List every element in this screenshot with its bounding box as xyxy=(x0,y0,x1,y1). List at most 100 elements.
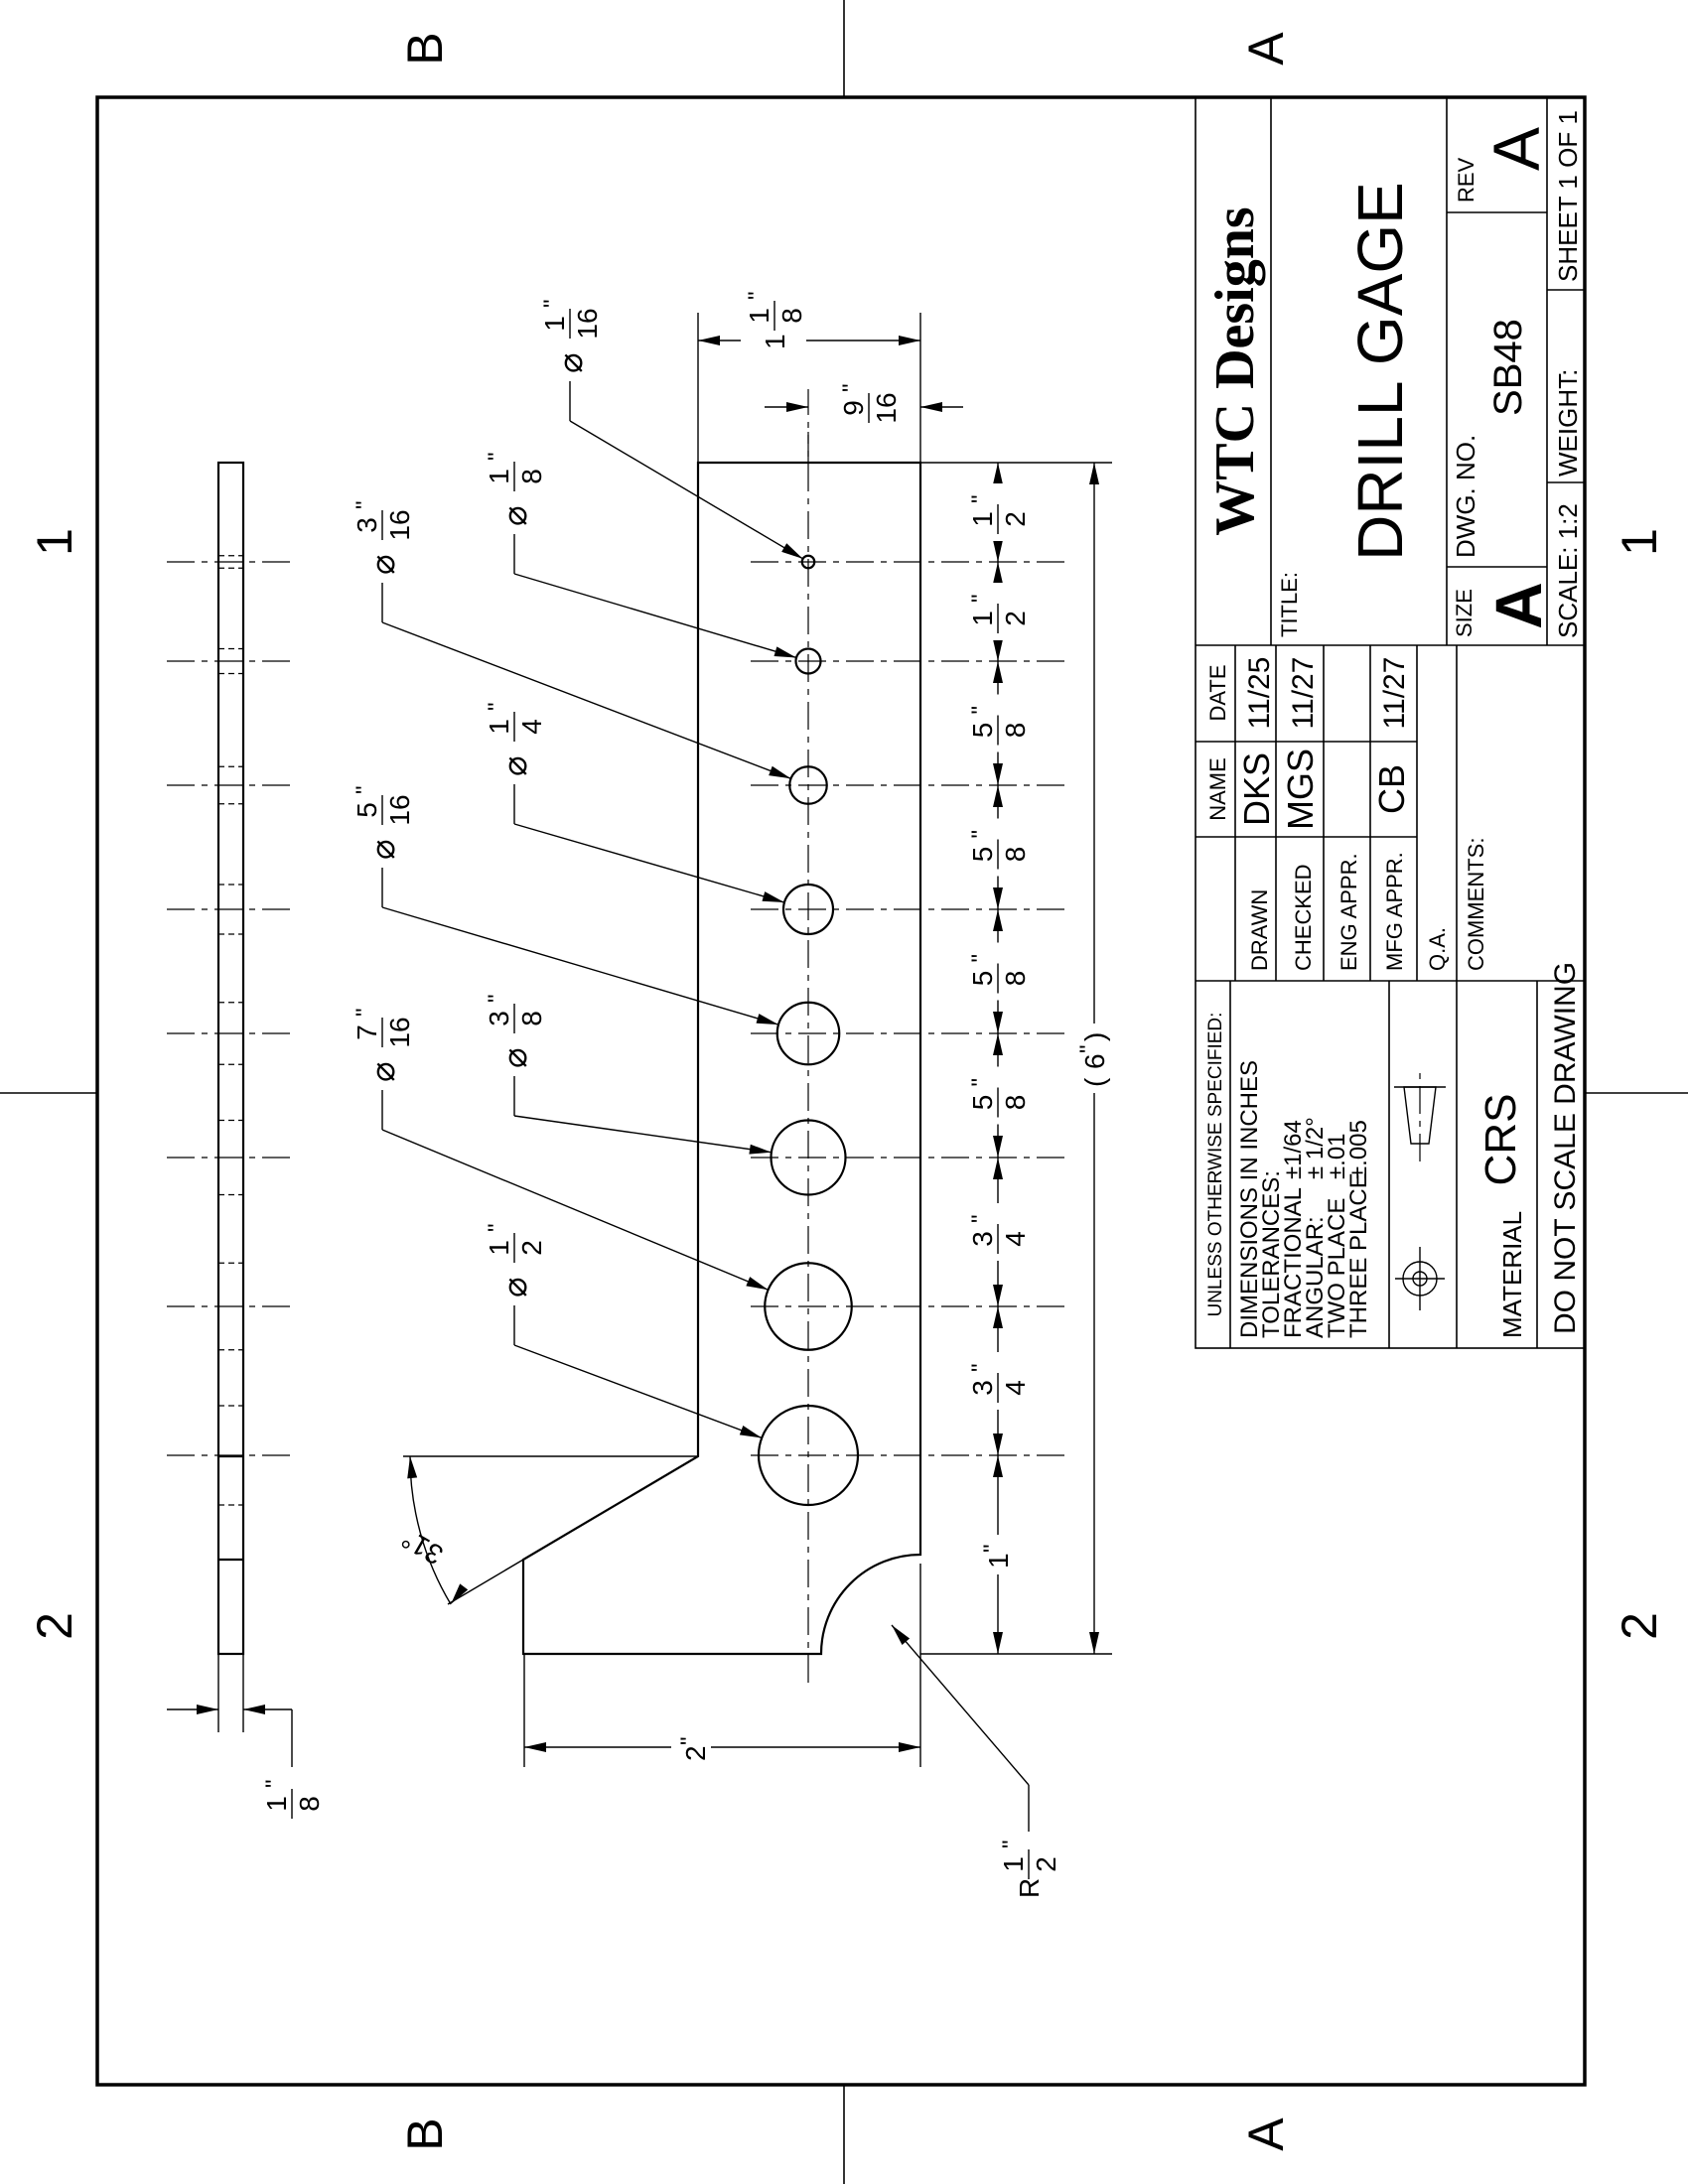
tolerance-label: TOLERANCES: xyxy=(1258,1170,1285,1338)
arrowhead-icon xyxy=(749,1144,772,1155)
tolerance-row-value: ± 1/2° xyxy=(1302,1117,1329,1179)
leader-line xyxy=(569,420,803,560)
dimension-text: 5 xyxy=(967,723,998,739)
dimension-text: 1 xyxy=(744,308,774,324)
weight-text: WEIGHT: xyxy=(1553,369,1583,477)
arrowhead-icon xyxy=(407,1456,418,1479)
arrowhead-icon xyxy=(892,1625,911,1645)
dimension-text: 8 xyxy=(1000,847,1031,863)
dimension-text: 8 xyxy=(516,469,547,484)
leader-line xyxy=(513,573,797,659)
approval-date: 11/27 xyxy=(1287,657,1320,730)
dimension-line xyxy=(891,1624,1030,1786)
tolerance-row-name: FRACTIONAL xyxy=(1280,1187,1307,1338)
arrowhead-icon xyxy=(993,1033,1003,1055)
dimension-text: 16 xyxy=(384,794,415,825)
approval-role: MFG APPR. xyxy=(1382,852,1407,971)
dimension-text: ⌀ xyxy=(495,1278,535,1297)
drawing-title: DRILL GAGE xyxy=(1344,182,1416,561)
label-background xyxy=(964,818,1030,877)
dimension-text: 1 xyxy=(484,719,514,735)
dimension-text: 6 xyxy=(1079,1053,1110,1069)
dimension-text: 16 xyxy=(572,308,603,339)
dimension-text: 1 xyxy=(983,1553,1014,1569)
comments-label: COMMENTS: xyxy=(1464,838,1488,971)
dimension-text: 2 xyxy=(1000,611,1031,626)
tolerance-header: UNLESS OTHERWISE SPECIFIED: xyxy=(1205,1013,1226,1317)
arrowhead-icon xyxy=(524,1742,546,1752)
label-background xyxy=(964,1352,1030,1410)
dimension-text: " xyxy=(484,1223,510,1232)
arrowhead-icon xyxy=(774,646,797,658)
dimension-text: " xyxy=(838,383,865,392)
arrowhead-icon xyxy=(993,1433,1003,1455)
zone-letter: A xyxy=(1238,32,1294,66)
arrowhead-icon xyxy=(899,336,920,345)
arrowhead-icon xyxy=(993,661,1003,683)
dimension-text: " xyxy=(539,299,566,308)
dimension-text: 8 xyxy=(516,1011,547,1026)
arrowhead-icon xyxy=(993,887,1003,909)
approval-role: ENG APPR. xyxy=(1336,853,1361,971)
arrowhead-icon xyxy=(993,785,1003,807)
label-background xyxy=(964,583,1030,640)
dimension-text: 16 xyxy=(384,509,415,540)
approver-name: DKS xyxy=(1236,752,1277,826)
arrowhead-icon xyxy=(762,891,784,903)
arrowhead-icon xyxy=(993,1158,1003,1179)
title-block: WTC Designs TITLE: DRILL GAGE SIZE A DWG… xyxy=(1195,96,1586,1349)
leader-line xyxy=(513,1115,772,1154)
dimension-text: " xyxy=(744,291,771,300)
dimension-text: 8 xyxy=(1000,971,1031,987)
dimension-text: 2 xyxy=(516,1240,547,1256)
dimension-text: " xyxy=(352,500,378,509)
arrowhead-icon xyxy=(993,1455,1003,1477)
zone-number: 1 xyxy=(27,528,82,556)
part-outline xyxy=(521,461,922,1656)
material-label: MATERIAL xyxy=(1497,1211,1527,1338)
dimension-text: " xyxy=(998,1840,1025,1848)
dimension-text: 2 xyxy=(680,1745,711,1761)
dimension-text: " xyxy=(967,594,994,603)
dimension-text: " xyxy=(484,994,510,1003)
dimension-text: 1 xyxy=(261,1796,292,1812)
dimension-text: 3 xyxy=(352,517,382,533)
dimension-text: 4 xyxy=(1000,1380,1031,1396)
dimension-text: " xyxy=(484,702,510,711)
dimension-text: " xyxy=(352,785,378,794)
dimension-text: 4 xyxy=(516,719,547,735)
dimension-text: 5 xyxy=(352,802,382,818)
company-logo-text: WTC Designs xyxy=(1204,206,1266,535)
approver-name: MGS xyxy=(1280,749,1321,830)
zone-number: 2 xyxy=(1612,1612,1667,1640)
dimension-text: " xyxy=(979,1544,1006,1553)
arrowhead-icon xyxy=(739,1426,763,1438)
arrowhead-icon xyxy=(993,540,1003,562)
date-header: DATE xyxy=(1205,664,1230,721)
label-background xyxy=(1070,1024,1110,1093)
do-not-scale-note: DO NOT SCALE DRAWING xyxy=(1549,962,1582,1334)
arrowhead-icon xyxy=(1089,1632,1099,1654)
dwg-no-value: SB48 xyxy=(1486,319,1530,416)
approver-name: CB xyxy=(1371,764,1412,814)
label-background xyxy=(964,1066,1030,1125)
dimension-text: 9 xyxy=(838,400,869,416)
dimension-text: " xyxy=(1075,1044,1102,1053)
label-background xyxy=(964,694,1030,752)
arrowhead-icon xyxy=(746,1277,769,1291)
zone-labels: B A B A 1 2 1 2 xyxy=(27,32,1667,2151)
tolerance-row-value: ±.01 xyxy=(1324,1133,1350,1179)
dimension-text: ) xyxy=(1079,1032,1110,1041)
